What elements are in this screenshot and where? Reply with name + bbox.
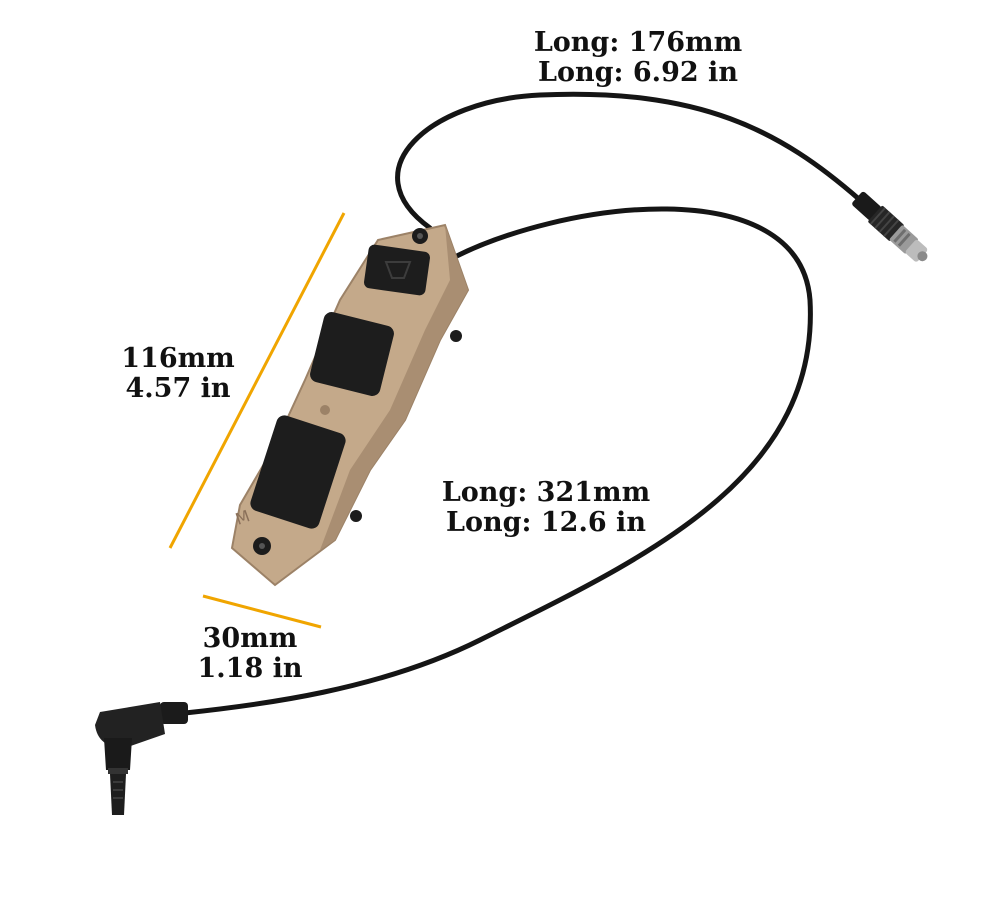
lower-cable-length-in: Long: 12.6 in [446, 507, 646, 538]
lower-cable-length-label: Long: 321mm Long: 12.6 in [436, 478, 656, 538]
switch-length-mm: 116mm [121, 343, 235, 374]
product-marking: M [233, 506, 252, 529]
top-button[interactable] [363, 244, 431, 296]
bottom-button[interactable] [248, 413, 347, 530]
upper-cable-length-mm: Long: 176mm [533, 27, 743, 58]
switch-length-label: 116mm 4.57 in [108, 344, 248, 404]
length-dimension-line [168, 212, 346, 549]
switch-width-mm: 30mm [202, 623, 298, 654]
lower-cable-length-mm: Long: 321mm [441, 477, 651, 508]
upper-cable [395, 91, 863, 231]
width-dimension-line [202, 594, 322, 629]
switch-length-in: 4.57 in [125, 373, 231, 404]
straight-connector-plug [852, 191, 928, 262]
upper-cable-length-in: Long: 6.92 in [538, 57, 738, 88]
right-angle-connector-plug [95, 702, 188, 815]
lower-cable [182, 206, 813, 716]
middle-button[interactable] [308, 310, 395, 397]
pressure-switch-body: M [230, 223, 470, 587]
switch-width-label: 30mm 1.18 in [180, 624, 320, 684]
switch-width-in: 1.18 in [197, 653, 303, 684]
upper-cable-length-label: Long: 176mm Long: 6.92 in [528, 28, 748, 88]
